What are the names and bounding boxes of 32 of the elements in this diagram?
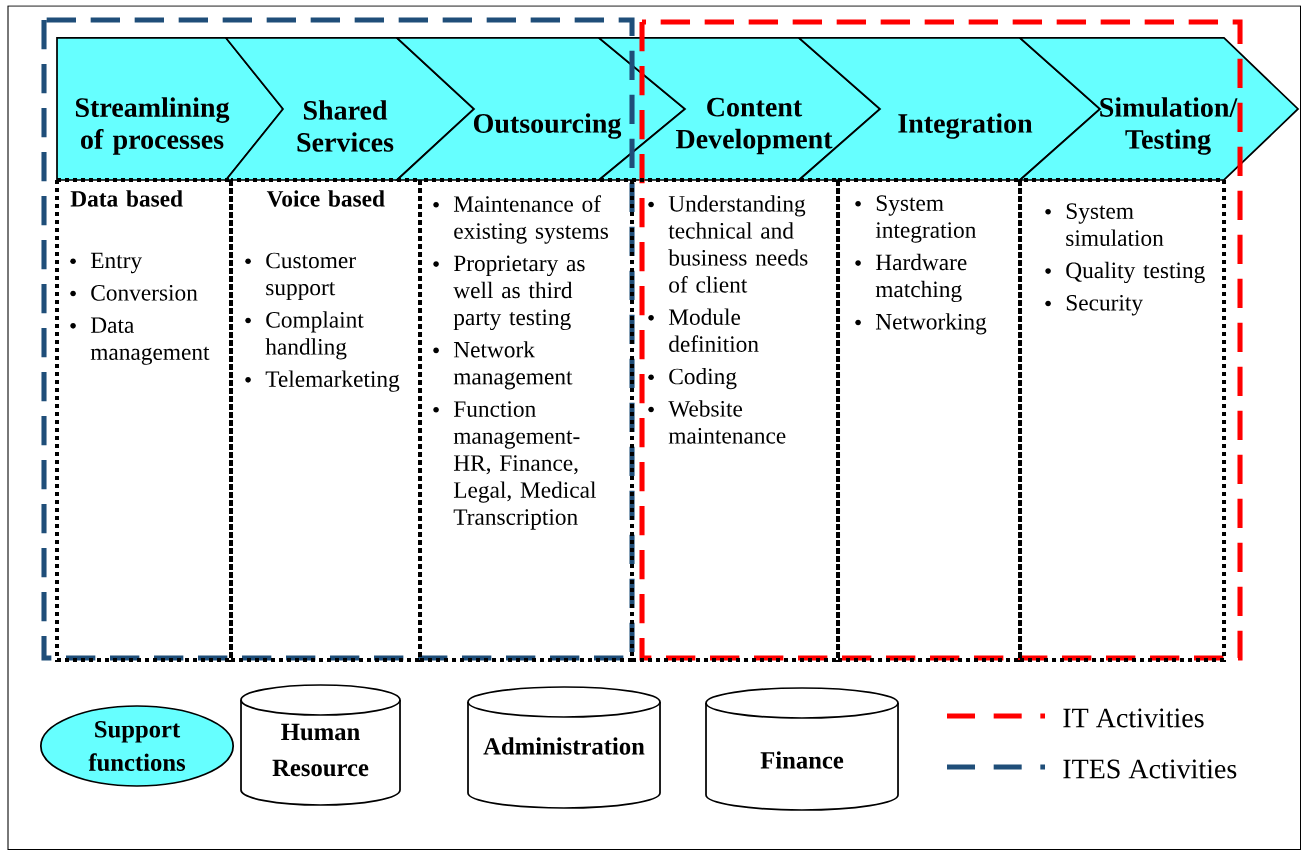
cylinder: Finance [705,687,899,811]
node-label: Simulation/ Testing [1100,97,1238,155]
list-item: Network management [453,341,573,390]
list-item: Function management- HR, Finance, Legal, Medical Transcription [453,401,596,530]
cylinder: Human Resource [240,684,401,806]
list-item: Security [1066,294,1143,316]
list-item: Coding [669,367,737,390]
list-item: Conversion [91,285,198,301]
list-item: Module definition [668,308,759,352]
list-item: Hardware matching [875,253,967,303]
list-item: Proprietary as well as third party testing [453,255,585,331]
legend-label: ITES Activities [1063,759,1237,779]
list-item: Data management [90,317,210,365]
node-label: Administration [483,737,645,755]
column-heading: Voice based [266,190,385,207]
list-item: System simulation [1066,203,1164,246]
column-heading: Data based [70,190,183,207]
process-step-band: Streamlining of processes [56,37,285,181]
list-item: Complaint handling [265,311,364,360]
list-item: Understanding technical and business needs of client [668,195,808,293]
list-item: Maintenance of existing systems [453,195,608,244]
list-item: System integration [875,195,977,243]
node-label: Human Resource [272,723,369,777]
list-item: Telemarketing [265,370,400,392]
cylinder: Administration [467,686,661,809]
node-label: Finance [760,751,844,769]
list-item: Networking [875,313,987,335]
list-item: Quality testing [1066,261,1205,284]
list-item: Entry [90,252,143,274]
legend-label: IT Activities [1063,708,1204,728]
list-item: Customer support [266,252,356,301]
list-item: Website maintenance [668,400,786,444]
